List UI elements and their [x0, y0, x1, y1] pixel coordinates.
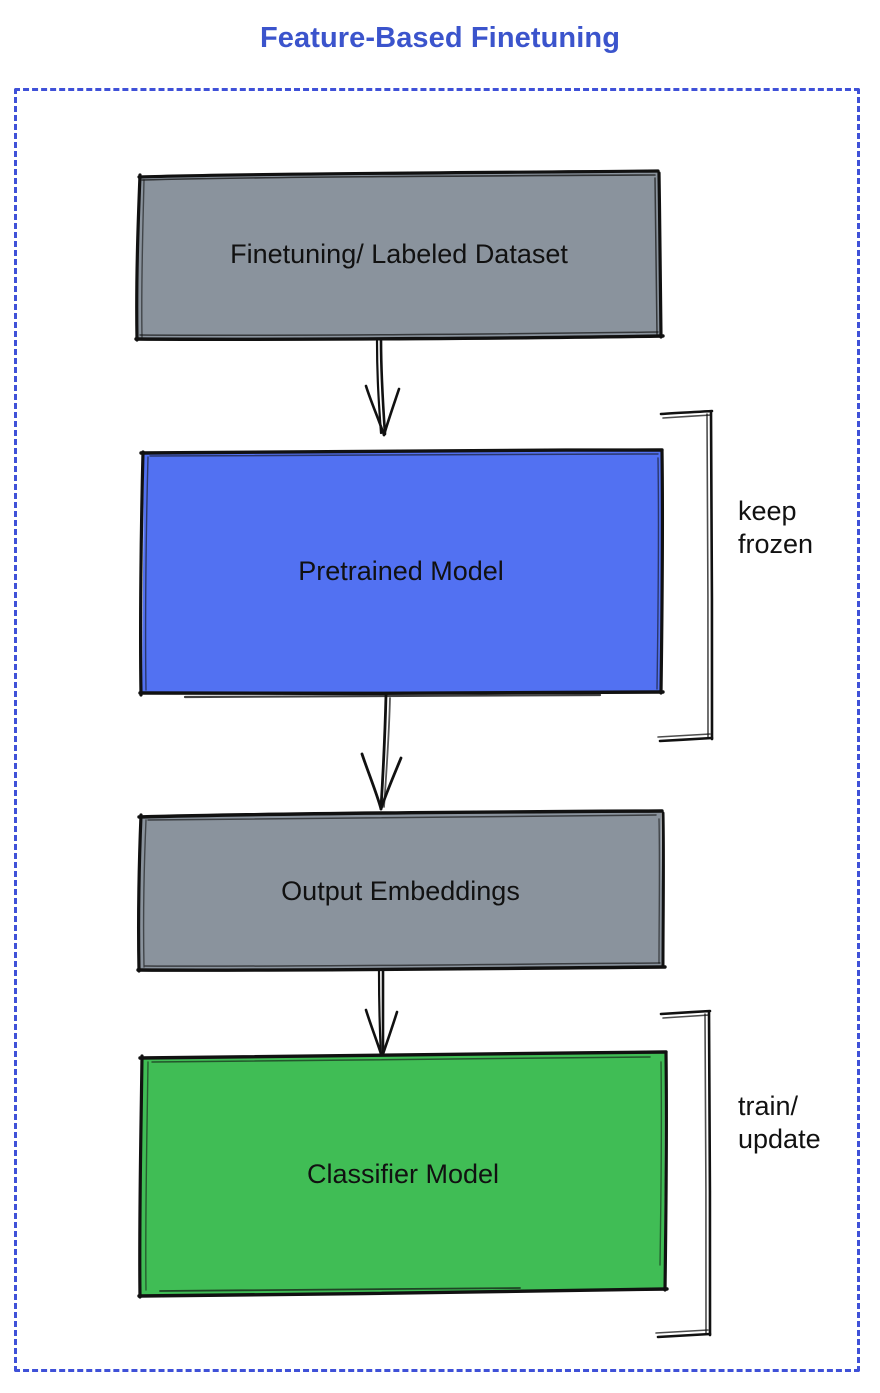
annotation-keep-frozen: keep frozen — [738, 496, 814, 559]
node-pretrained-model[interactable]: Pretrained Model — [140, 450, 662, 693]
node-label-output-embeddings: Output Embeddings — [281, 875, 520, 906]
annotation-train-update: train/ update — [738, 1091, 821, 1154]
page-title: Feature-Based Finetuning — [259, 22, 621, 54]
node-label-pretrained-model: Pretrained Model — [298, 556, 504, 586]
node-output-embeddings[interactable]: Output Embeddings — [138, 812, 663, 970]
node-finetuning-dataset[interactable]: Finetuning/ Labeled Dataset — [138, 172, 660, 337]
node-classifier-model[interactable]: Classifier Model — [138, 1052, 668, 1297]
feature-based-finetuning-container — [14, 88, 860, 1372]
node-label-classifier-model: Classifier Model — [306, 1159, 500, 1189]
node-label-finetuning-dataset: Finetuning/ Labeled Dataset — [230, 239, 568, 269]
